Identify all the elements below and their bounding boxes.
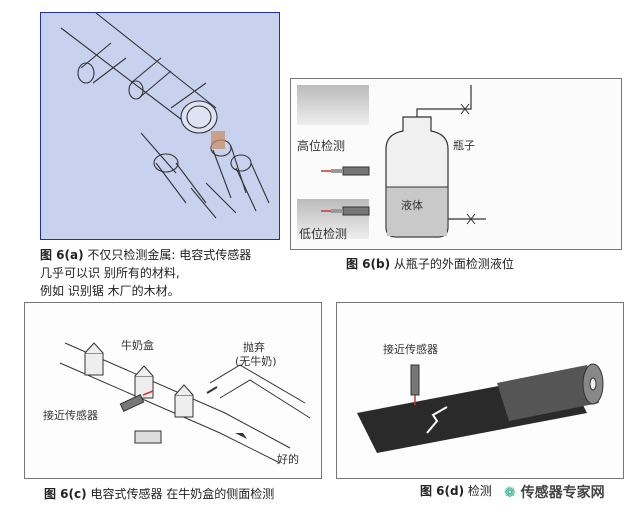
liquid-label: 液体: [401, 199, 423, 212]
wall-bottom: [297, 199, 369, 239]
no-milk-label: (无牛奶): [235, 355, 277, 368]
figure-c-caption-num: 图 6(c): [44, 487, 87, 501]
proximity-sensor-label: 接近传感器: [43, 409, 98, 422]
low-level-label: 低位检测: [299, 227, 348, 241]
milk-carton-label: 牛奶盒: [121, 339, 154, 352]
sensor-block: [134, 430, 162, 444]
watermark: ❁ 传感器专家网: [500, 480, 609, 504]
high-sensor-icon: [321, 166, 370, 176]
discard-label: 抛弃: [243, 341, 265, 354]
valve-bottom-icon: [466, 213, 476, 225]
valve-top-icon: [460, 103, 470, 115]
wood-logs-illustration: [60, 12, 270, 219]
figure-b-panel: 高位检测 低位检测 瓶子 液体: [290, 78, 622, 250]
figure-a-caption-line2: 几乎可以识 别所有的材料,: [40, 266, 180, 280]
figure-b-caption: 图 6(b) 从瓶子的外面检测液位: [346, 255, 514, 273]
figure-d-panel: 接近传感器: [336, 302, 624, 479]
conveyor-arrow-icon: [235, 433, 247, 439]
watermark-icon: ❁: [504, 485, 516, 501]
watermark-text: 传感器专家网: [520, 485, 605, 501]
good-label: 好的: [277, 453, 299, 466]
proximity-sensor-icon: [119, 390, 154, 412]
milk-carton-3: [174, 384, 194, 418]
proximity-sensor-icon-d: [410, 364, 420, 405]
bottle-diagram: [297, 85, 486, 239]
figure-d-caption-text: 检测: [464, 484, 492, 498]
figure-c-caption-text: 电容式传感器 在牛奶盒的侧面检测: [86, 487, 275, 501]
figure-b-caption-text: 从瓶子的外面检测液位: [390, 257, 514, 271]
liquid-fill: [387, 187, 447, 236]
milk-carton-1: [84, 342, 104, 376]
sensor-marker: [211, 131, 225, 149]
low-sensor-icon: [321, 206, 370, 216]
figure-b-caption-num: 图 6(b): [346, 257, 391, 271]
figure-c-caption: 图 6(c) 电容式传感器 在牛奶盒的侧面检测: [44, 485, 274, 503]
figure-a-caption-line3: 例如 识别锯 木厂的木材。: [40, 284, 180, 298]
rolled-sheet-diagram: [357, 363, 604, 453]
milk-carton-2: [134, 365, 154, 399]
figure-c-panel: 牛奶盒 抛弃 (无牛奶) 接近传感器 好的: [24, 302, 322, 479]
figure-a-caption: 图 6(a) 不仅只检测金属: 电容式传感器 几乎可以识 别所有的材料, 例如 …: [40, 246, 290, 300]
milk-carton-conveyor-diagram: [59, 342, 311, 464]
roll-icon: [497, 363, 604, 421]
bottle-label: 瓶子: [453, 139, 475, 152]
figure-d-caption: 图 6(d) 检测: [420, 482, 492, 500]
figure-a-caption-num: 图 6(a): [40, 248, 84, 262]
discard-arrow-icon: [206, 386, 218, 394]
wall-top: [297, 85, 369, 125]
figure-d-caption-num: 图 6(d): [420, 484, 465, 498]
proximity-sensor-label-d: 接近传感器: [383, 343, 438, 356]
high-level-label: 高位检测: [297, 139, 346, 153]
figure-a-caption-text: 不仅只检测金属: 电容式传感器: [83, 248, 252, 262]
figure-a-panel: [40, 12, 280, 240]
